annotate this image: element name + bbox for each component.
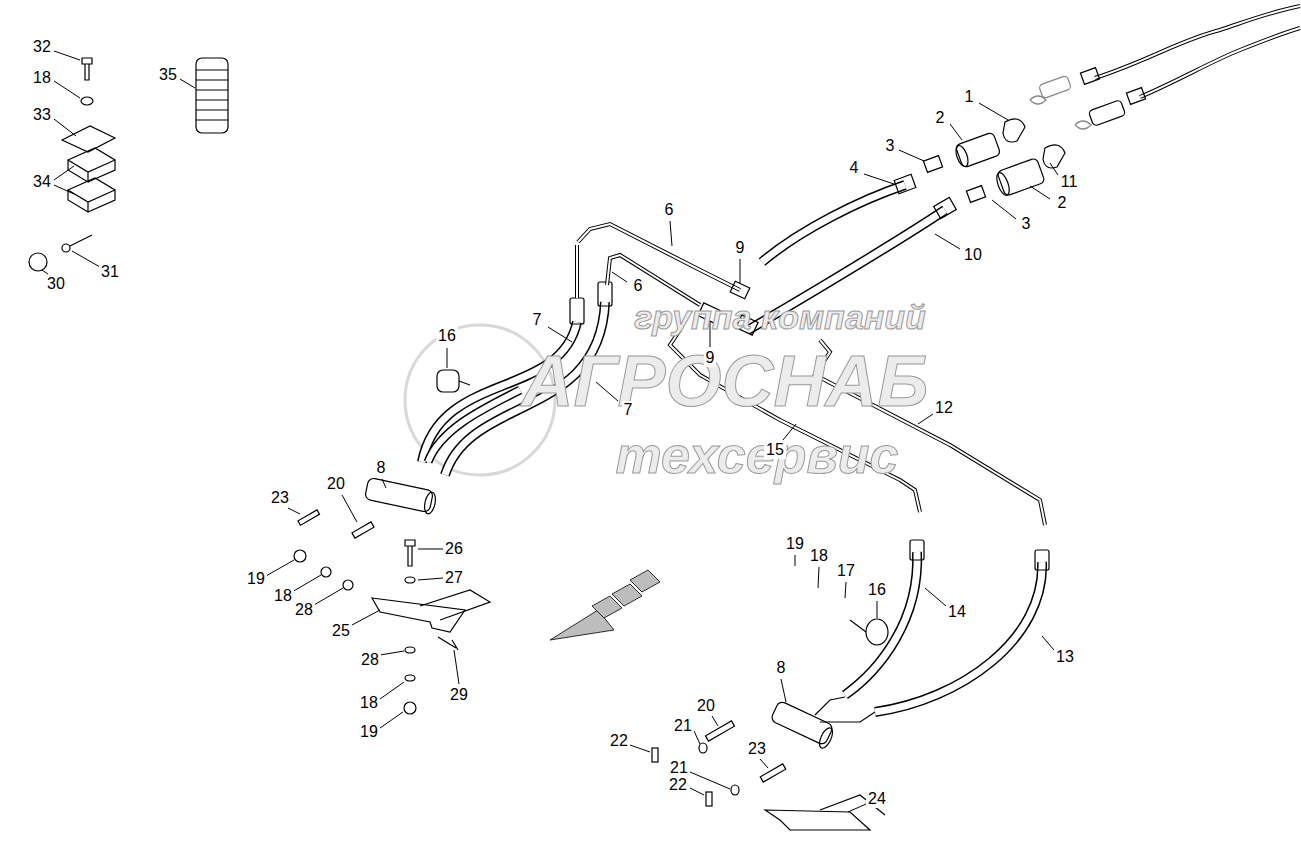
callout-number: 14 xyxy=(946,603,968,621)
callout-number: 19 xyxy=(245,570,267,588)
callout-number: 1 xyxy=(963,88,976,106)
callout-number: 9 xyxy=(734,239,747,257)
callout-number: 22 xyxy=(608,732,630,750)
callout-number: 32 xyxy=(31,38,53,56)
callout-number: 26 xyxy=(443,540,465,558)
callout-number: 11 xyxy=(1059,173,1080,191)
callout-number: 30 xyxy=(45,275,67,293)
callout-number: 19 xyxy=(358,723,380,741)
callout-number: 17 xyxy=(835,562,857,580)
callout-number: 6 xyxy=(663,201,676,219)
callout-number: 33 xyxy=(31,106,53,124)
direction-arrow xyxy=(550,570,660,640)
callout-number: 18 xyxy=(272,587,294,605)
callout-number: 18 xyxy=(31,69,53,87)
callout-number: 16 xyxy=(436,327,458,345)
cables xyxy=(1030,6,1300,129)
leader-lines xyxy=(42,51,1058,812)
callout-number: 20 xyxy=(695,697,717,715)
callout-number: 2 xyxy=(1056,194,1069,212)
callout-number: 25 xyxy=(330,622,352,640)
watermark-text: техсервис xyxy=(615,427,898,484)
callout-number: 27 xyxy=(443,569,465,587)
callout-number: 12 xyxy=(933,399,955,417)
callout-number: 21 xyxy=(668,759,690,777)
callout-number: 31 xyxy=(99,263,121,281)
cylinders xyxy=(364,477,875,750)
callout-number: 28 xyxy=(293,601,315,619)
callout-number: 34 xyxy=(31,173,53,191)
couplers xyxy=(923,119,1065,202)
callout-number: 7 xyxy=(531,311,544,329)
callout-number: 28 xyxy=(359,651,381,669)
callout-number: 21 xyxy=(672,717,694,735)
callout-number: 24 xyxy=(866,790,888,808)
callout-number: 3 xyxy=(1020,215,1033,233)
callout-number: 7 xyxy=(622,401,635,419)
watermark-text: группа компаний xyxy=(634,299,926,336)
callout-number: 9 xyxy=(704,349,717,367)
callout-number: 10 xyxy=(962,246,984,264)
callout-number: 2 xyxy=(934,109,947,127)
callout-number: 8 xyxy=(775,659,788,677)
callout-number: 18 xyxy=(358,694,380,712)
clamp-kit xyxy=(29,58,228,271)
callout-number: 18 xyxy=(808,547,830,565)
callout-number: 4 xyxy=(848,159,861,177)
callout-number: 3 xyxy=(884,137,897,155)
callout-number: 29 xyxy=(448,686,470,704)
callout-number: 6 xyxy=(632,277,645,295)
callout-number: 35 xyxy=(157,66,179,84)
hardware xyxy=(294,510,885,830)
callout-number: 23 xyxy=(269,489,291,507)
callout-number: 16 xyxy=(866,581,888,599)
callout-number: 20 xyxy=(325,475,347,493)
callout-number: 8 xyxy=(375,459,388,477)
callout-number: 13 xyxy=(1054,648,1076,666)
callout-number: 15 xyxy=(764,441,786,459)
callout-number: 22 xyxy=(667,776,689,794)
hoses xyxy=(422,174,1049,712)
callout-number: 23 xyxy=(746,740,768,758)
callout-number: 19 xyxy=(784,535,806,553)
watermark-text: АГРОСНАБ xyxy=(521,342,928,421)
